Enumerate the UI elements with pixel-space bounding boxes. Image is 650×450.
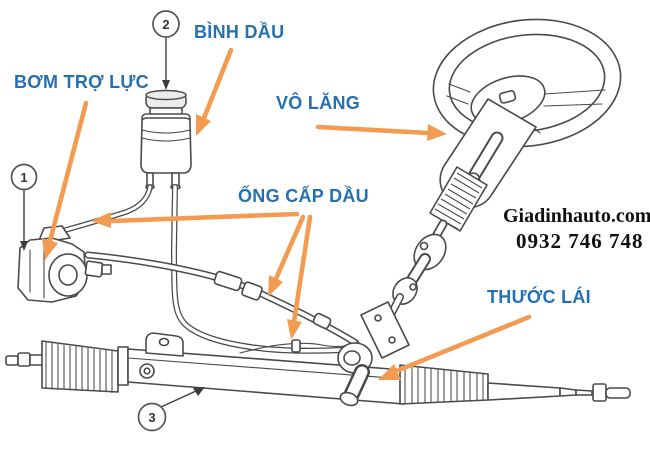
- label-oil-supply-pipes: ỐNG CẤP DẦU: [238, 186, 369, 206]
- oil-supply-hoses-drawing: [59, 184, 360, 354]
- oil-pipe-arrow-right: [287, 214, 313, 340]
- orange-arrows: [42, 47, 532, 380]
- callout-3: 3: [137, 387, 205, 432]
- reservoir-arrow: [196, 47, 234, 136]
- label-steering-rack: THƯỚC LÁI: [487, 287, 591, 307]
- steering-column-drawing: [379, 98, 537, 334]
- callout-3-circle: [137, 402, 167, 432]
- callout-2-circle: [152, 10, 180, 38]
- callout-2-number: 2: [162, 17, 169, 32]
- oil-pipe-arrow-left: [91, 211, 300, 228]
- steering-wheel-arrow: [315, 124, 447, 141]
- label-steering-wheel: VÔ LĂNG: [276, 93, 361, 113]
- callout-2: 2: [152, 10, 180, 90]
- watermark-site: Giadinhauto.com: [503, 205, 650, 227]
- callout-1: 1: [10, 163, 38, 251]
- label-power-steering-pump: BƠM TRỢ LỰC: [14, 72, 149, 92]
- pump-arrow: [42, 100, 89, 260]
- callout-1-number: 1: [20, 170, 27, 185]
- callout-1-circle: [10, 163, 38, 191]
- steering-rack-drawing: [5, 301, 631, 407]
- watermark-phone: 0932 746 748: [516, 229, 644, 253]
- oil-reservoir-drawing: [140, 89, 192, 190]
- oil-pipe-arrow-middle: [268, 214, 306, 297]
- steering-rack-arrow: [378, 314, 532, 380]
- callout-3-number: 3: [148, 410, 155, 425]
- power-steering-pump-drawing: [17, 225, 112, 303]
- label-oil-reservoir: BÌNH DẦU: [194, 22, 285, 42]
